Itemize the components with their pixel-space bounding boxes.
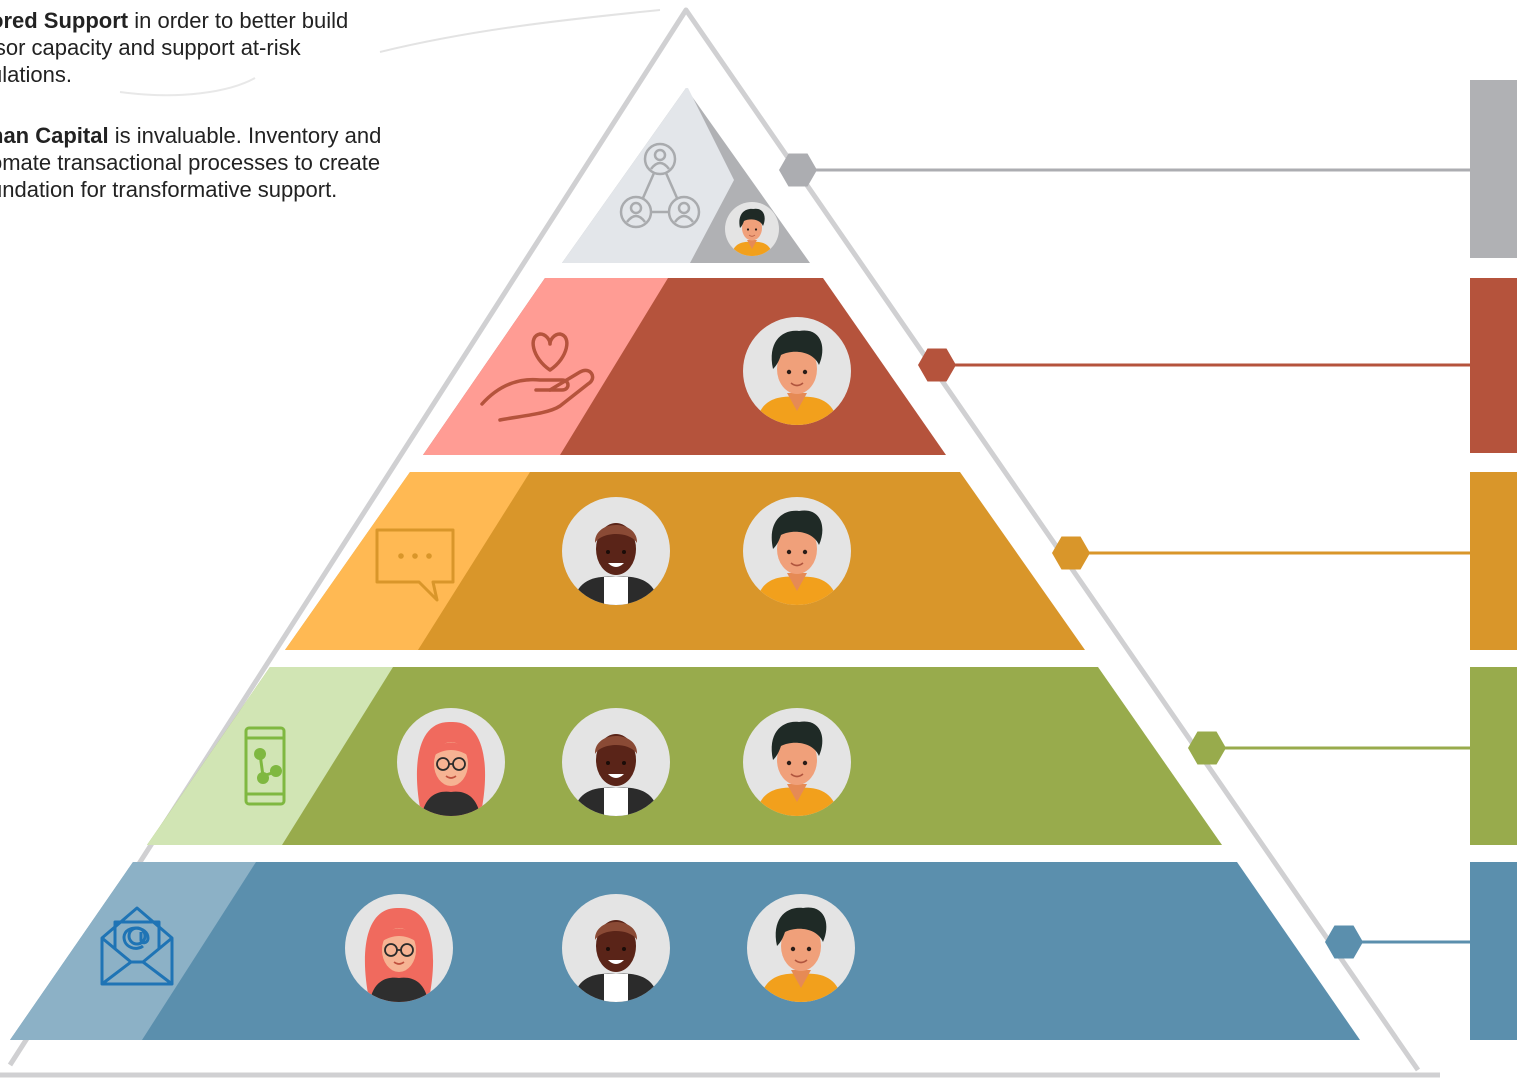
note-line: omate transactional processes to create: [0, 150, 380, 175]
pyramid-outline-edges: [7, 7, 1421, 1072]
avatar-man-curly-hair: [743, 708, 851, 816]
tier-side-bar: [1470, 80, 1517, 258]
connector-hexagon: [1188, 731, 1226, 765]
tier-connector-node: [918, 348, 956, 382]
mobile-share-icon: [244, 726, 286, 806]
note-emphasis: nan Capital: [0, 123, 109, 148]
tier-panel: [10, 862, 256, 1040]
note-line: ored Support in order to better build: [0, 8, 348, 33]
tier-5: [10, 862, 1517, 1040]
note-line: isor capacity and support at-risk: [0, 35, 301, 60]
avatar-woman-red-hair: [345, 894, 453, 1002]
avatar-man-curly-hair: [743, 497, 851, 605]
tier-side-bar: [1470, 472, 1517, 650]
note-text: in order to better build: [128, 8, 349, 33]
connector-hexagon: [1325, 925, 1363, 959]
note-text: omate transactional processes to create: [0, 150, 381, 175]
tier-connector-node: [1188, 731, 1226, 765]
intro-note-capital: nan Capital is invaluable. Inventory and…: [0, 122, 381, 203]
pyramid-outline: [0, 7, 1440, 1078]
note-line: undation for transformative support.: [0, 177, 337, 202]
connector-hexagon: [1052, 536, 1090, 570]
text-callout-swoosh-lower: [119, 77, 256, 97]
connector-hexagon: [918, 348, 956, 382]
tier-2: [423, 278, 1517, 455]
tier-side-bar: [1470, 862, 1517, 1040]
email-at-icon: [100, 906, 174, 986]
tier-1: [562, 80, 1517, 263]
note-text: ulations.: [0, 62, 72, 87]
tier-panel: [285, 472, 530, 650]
note-text: isor capacity and support at-risk: [0, 35, 301, 60]
tier-3: [285, 472, 1517, 650]
network-people-icon: [619, 142, 701, 229]
tier-4: [147, 667, 1517, 845]
tier-connector-node: [1052, 536, 1090, 570]
tier-connector-node: [779, 153, 817, 187]
note-text: is invaluable. Inventory and: [108, 123, 382, 148]
text-callout-swoosh: [379, 9, 661, 53]
connector-hexagon: [779, 153, 817, 187]
note-line: nan Capital is invaluable. Inventory and: [0, 123, 381, 148]
heart-in-hand-icon: [480, 332, 595, 422]
note-line: ulations.: [0, 62, 72, 87]
chat-bubble-icon: [375, 528, 455, 602]
tier-side-bar: [1470, 278, 1517, 453]
tier-side-bar: [1470, 667, 1517, 845]
note-emphasis: ored Support: [0, 8, 129, 33]
tier-band: [10, 862, 1360, 1040]
note-text: undation for transformative support.: [0, 177, 338, 202]
tier-panel: [147, 667, 393, 845]
avatar-man-dark-skin: [562, 497, 670, 605]
tier-connector-node: [1325, 925, 1363, 959]
